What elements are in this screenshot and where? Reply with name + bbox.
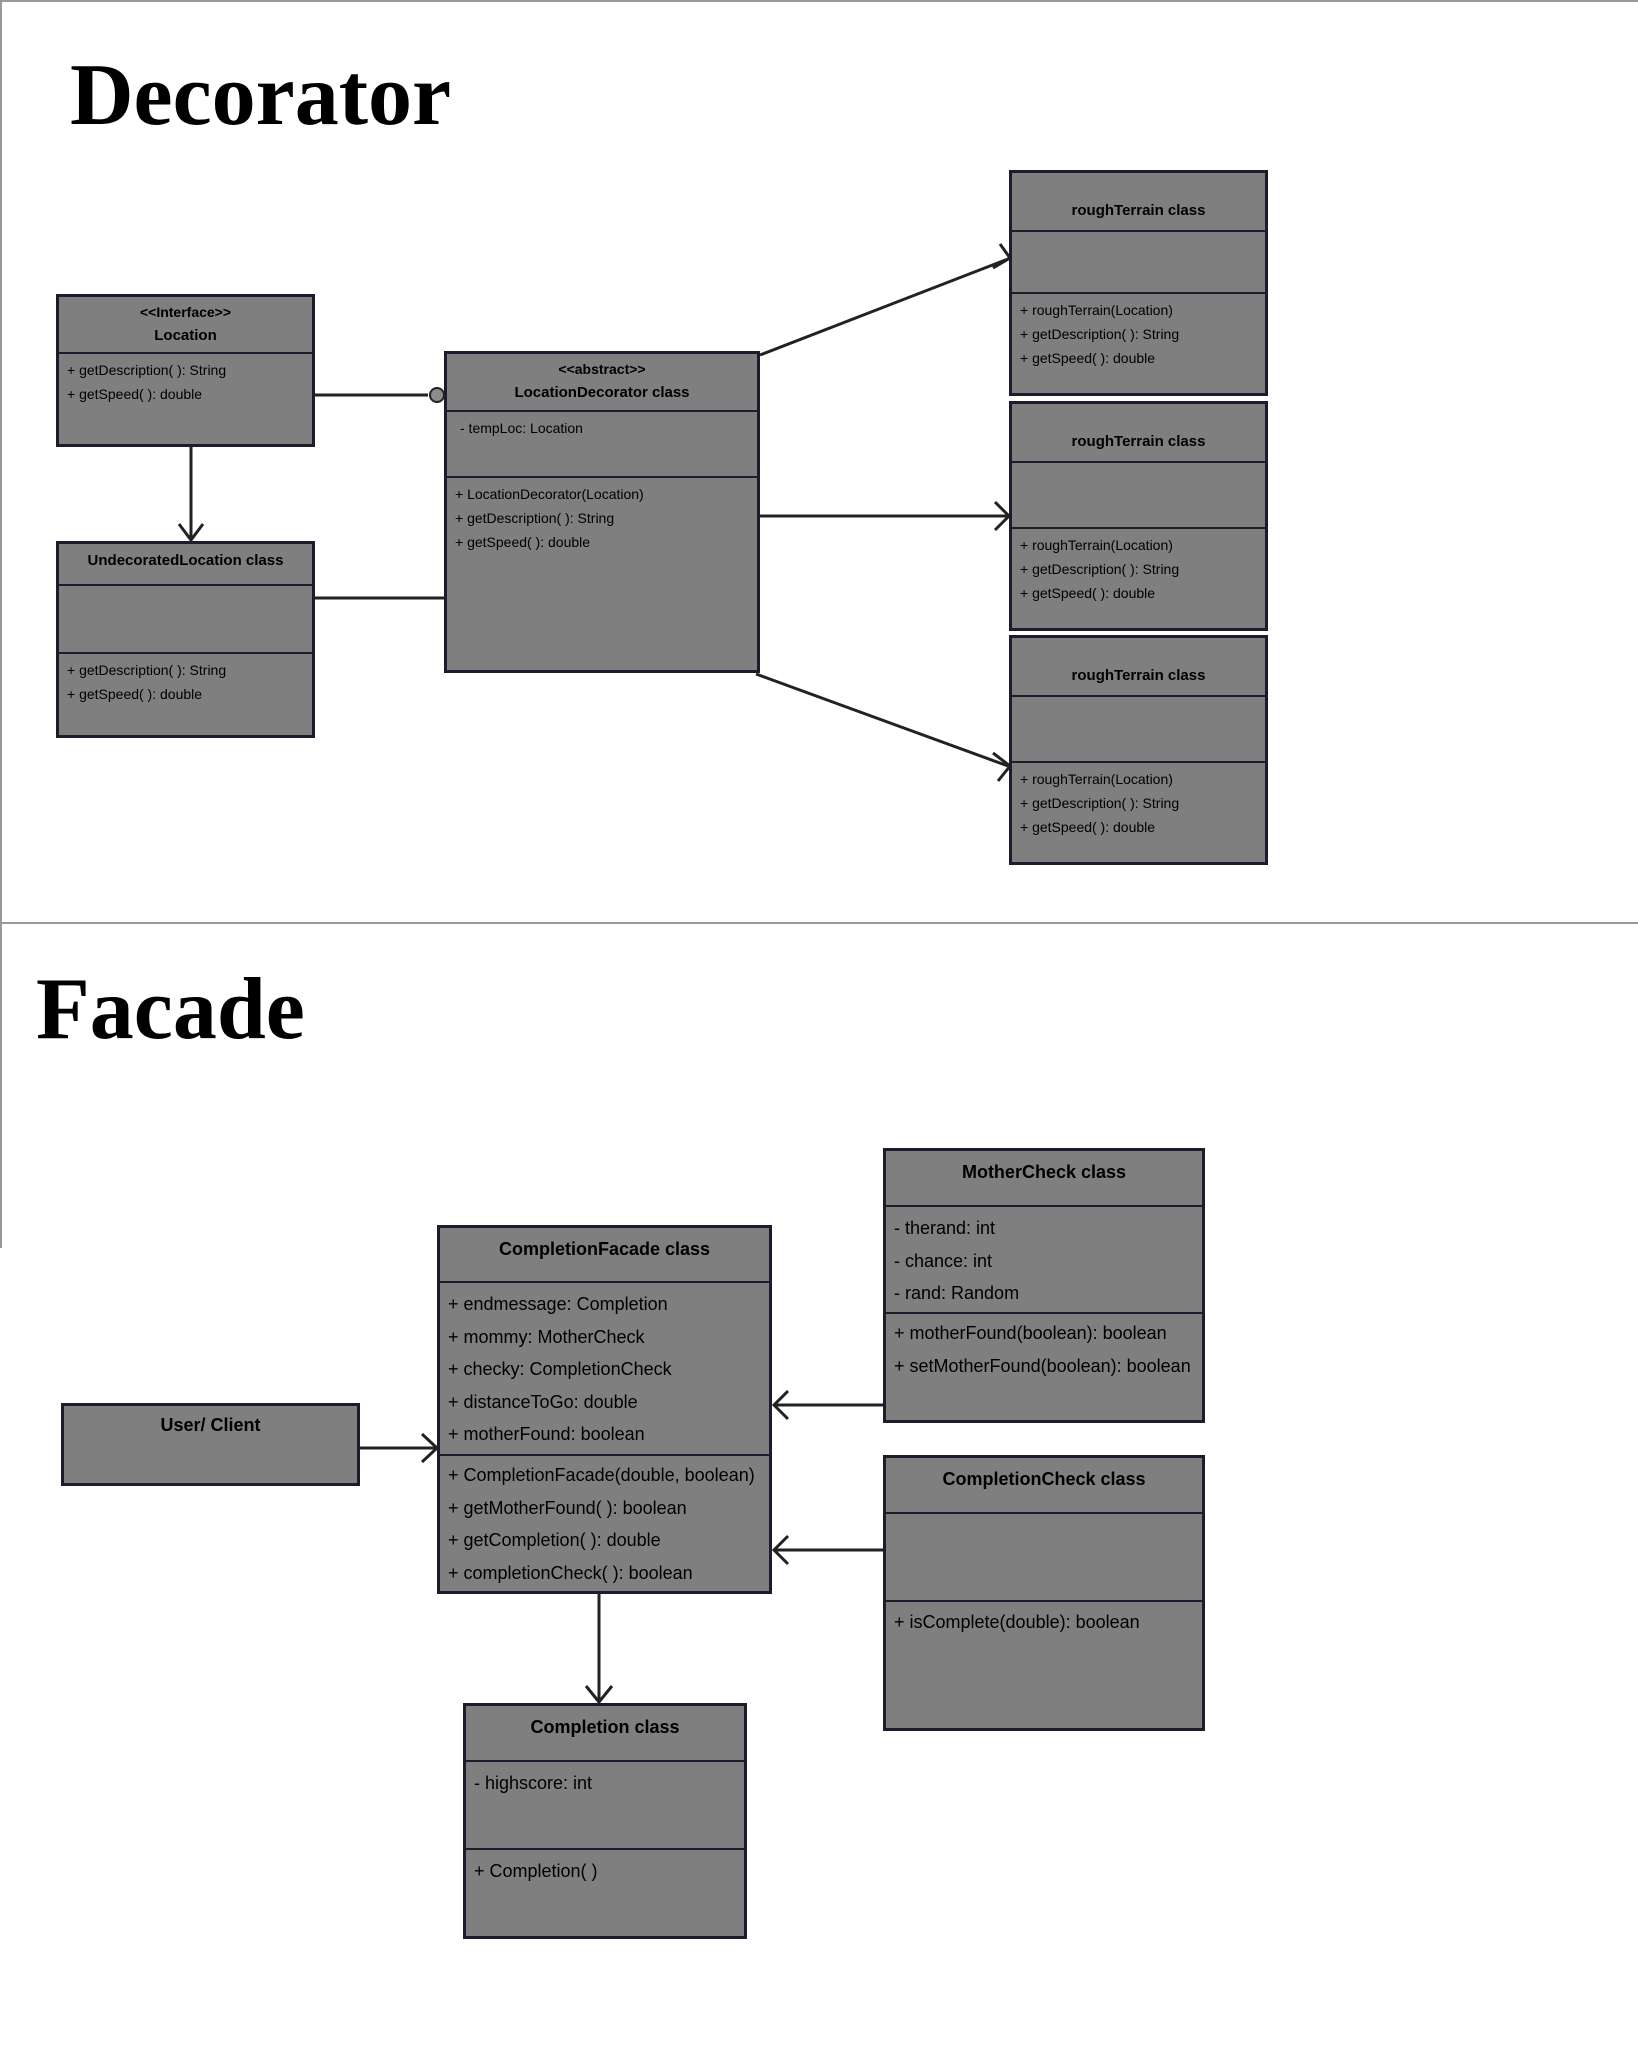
method-row: + setMotherFound(boolean): boolean: [894, 1355, 1191, 1376]
method-row: + motherFound(boolean): boolean: [894, 1323, 1167, 1343]
method-row: + getDescription( ): String: [67, 362, 227, 378]
completion-check-box: CompletionCheck class + isComplete(doubl…: [883, 1455, 1205, 1731]
class-name: Location: [154, 326, 217, 344]
attributes-compartment: [1012, 695, 1265, 763]
class-name: CompletionCheck class: [942, 1469, 1146, 1489]
attribute-row: - tempLoc: Location: [460, 420, 583, 436]
rough-terrain-box-3: roughTerrain class + roughTerrain(Locati…: [1009, 635, 1268, 865]
method-row: + roughTerrain(Location): [1020, 302, 1173, 318]
class-name: UndecoratedLocation class: [87, 552, 284, 569]
method-row: + roughTerrain(Location): [1020, 537, 1173, 553]
stereotype-label: <<Interface>>: [139, 304, 232, 320]
method-row: + LocationDecorator(Location): [455, 486, 644, 502]
method-row: + getDescription( ): String: [455, 510, 615, 526]
class-name: roughTerrain class: [1071, 433, 1206, 450]
method-row: + getSpeed( ): double: [1020, 350, 1156, 366]
method-row: + getSpeed( ): double: [67, 386, 203, 402]
rough-terrain-box-2: roughTerrain class + roughTerrain(Locati…: [1009, 401, 1268, 631]
class-name: CompletionFacade class: [498, 1239, 711, 1259]
attribute-row: + distanceToGo: double: [448, 1391, 638, 1412]
class-name: roughTerrain class: [1071, 667, 1206, 684]
page-left-border: [0, 0, 2, 1248]
attribute-row: + mommy: MotherCheck: [448, 1326, 645, 1347]
attribute-row: - therand: int: [894, 1218, 996, 1238]
attributes-compartment: [886, 1512, 1202, 1602]
facade-title: Facade: [36, 961, 305, 1058]
attribute-row: - chance: int: [894, 1250, 993, 1271]
attribute-row: - rand: Random: [894, 1283, 1020, 1303]
method-row: + CompletionFacade(double, boolean): [448, 1465, 755, 1485]
method-row: + getDescription( ): String: [1020, 326, 1180, 342]
method-row: + getMotherFound( ): boolean: [448, 1497, 687, 1518]
method-row: + getCompletion( ): double: [448, 1530, 661, 1550]
location-interface-box: <<Interface>> Location + getDescription(…: [56, 294, 315, 447]
decorator-to-rough3-arrowhead: [992, 751, 1013, 782]
class-name: Completion class: [530, 1717, 680, 1737]
completioncheck-to-facade-arrowhead: [771, 1534, 790, 1566]
method-row: + getDescription( ): String: [1020, 561, 1180, 577]
location-to-undecorated-arrowhead: [177, 523, 205, 543]
section-divider: [0, 922, 1638, 924]
method-row: + getDescription( ): String: [1020, 795, 1180, 811]
mother-check-box: MotherCheck class - therand: int - chanc…: [883, 1148, 1205, 1423]
decorator-title: Decorator: [70, 47, 452, 144]
location-decorator-box: <<abstract>> LocationDecorator class - t…: [444, 351, 760, 673]
completion-facade-box: CompletionFacade class + endmessage: Com…: [437, 1225, 772, 1594]
class-name: User/ Client: [160, 1415, 261, 1435]
method-row: + isComplete(double): boolean: [894, 1612, 1140, 1632]
attributes-compartment: [1012, 230, 1265, 294]
method-row: + getSpeed( ): double: [67, 686, 203, 702]
rough-terrain-box-1: roughTerrain class + roughTerrain(Locati…: [1009, 170, 1268, 396]
facade-to-completion-arrowhead: [584, 1685, 614, 1705]
attribute-row: + motherFound: boolean: [448, 1424, 645, 1444]
method-row: + getSpeed( ): double: [455, 534, 591, 550]
class-name: roughTerrain class: [1071, 202, 1206, 219]
attributes-compartment: [1012, 461, 1265, 529]
attribute-row: - highscore: int: [474, 1773, 593, 1793]
method-row: + getDescription( ): String: [67, 662, 227, 678]
mothercheck-to-facade-arrowhead: [771, 1389, 790, 1421]
completion-box: Completion class - highscore: int + Comp…: [463, 1703, 747, 1939]
class-name: MotherCheck class: [961, 1162, 1127, 1182]
method-row: + roughTerrain(Location): [1020, 771, 1173, 787]
attribute-row: + checky: CompletionCheck: [448, 1359, 672, 1379]
method-row: + getSpeed( ): double: [1020, 819, 1156, 835]
attribute-row: + endmessage: Completion: [448, 1294, 668, 1314]
decorator-to-rough1-arrow: [759, 257, 1009, 357]
method-row: + Completion( ): [474, 1861, 598, 1881]
page-top-border: [0, 0, 1638, 2]
attributes-compartment: [59, 584, 312, 654]
stereotype-label: <<abstract>>: [558, 361, 646, 377]
method-row: + completionCheck( ): boolean: [448, 1562, 693, 1583]
user-client-box: User/ Client: [61, 1403, 360, 1486]
interface-socket-dot: [429, 387, 445, 403]
method-row: + getSpeed( ): double: [1020, 585, 1156, 601]
undecorated-location-box: UndecoratedLocation class + getDescripti…: [56, 541, 315, 738]
class-name: LocationDecorator class: [514, 383, 690, 401]
decorator-to-rough3-arrow: [755, 672, 1009, 768]
